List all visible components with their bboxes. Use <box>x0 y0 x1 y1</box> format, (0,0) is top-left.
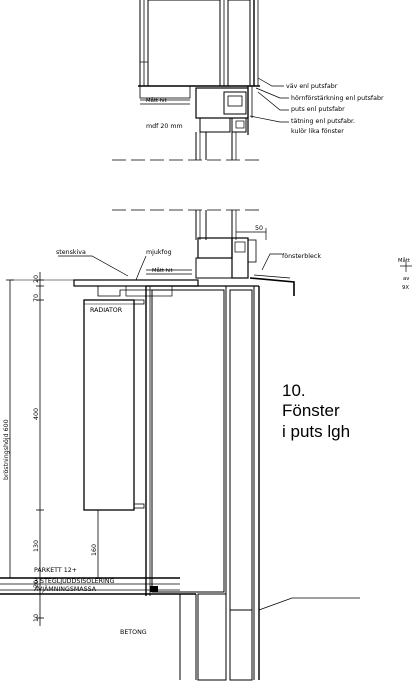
betong-label: BETONG <box>120 629 147 636</box>
bottom-matt-label: Mått hit <box>152 267 173 274</box>
detail-title-line1: Fönster <box>282 401 340 420</box>
dim-10: 10 <box>33 614 40 622</box>
dim-130: 130 <box>33 540 40 552</box>
callout-hornforstarkning: hörnförstärkning enl putsfabr <box>291 95 384 102</box>
dim-400: 400 <box>33 408 40 420</box>
dim-20-bottom: 20 <box>33 580 40 588</box>
dim-160: 160 <box>91 544 98 556</box>
fonsterbleck-label: fönsterbleck <box>282 253 321 260</box>
fragment-9x: 9X <box>402 285 409 291</box>
radiator-label: RADIATOR <box>90 307 123 314</box>
top-matt-label: Mått hit <box>146 97 167 104</box>
bottom-section: 50 Mått hit stenskiva mjukfog fönsterble… <box>0 209 360 681</box>
fragment-matt: Mått <box>398 257 410 264</box>
adjacent-detail-fragment: Mått av 9X <box>398 257 412 291</box>
callout-puts: puts enl putsfabr <box>291 106 345 113</box>
top-section: Mått hit mdf 20 mm väv enl putsfabr hörn… <box>112 0 384 161</box>
mdf-label: mdf 20 mm <box>146 123 183 130</box>
parkett-label: PARKETT 12+ <box>34 567 77 574</box>
stegljud-label: 3 STEGLJUDDSISOLERING <box>34 578 115 585</box>
brostningshojd-label: bröstningshöjd 600 <box>3 419 10 480</box>
detail-number: 10. <box>282 381 306 400</box>
detail-title: 10. Fönster i puts lgh <box>282 381 350 441</box>
fragment-av: av <box>403 276 409 282</box>
avjamning-label: AVJÄMNINGSMASSA <box>34 584 97 593</box>
stenskiva-label: stenskiva <box>56 249 86 256</box>
callout-vav: väv enl putsfabr <box>286 83 338 90</box>
callout-kulor: kulör lika fönster <box>291 128 344 135</box>
dim-70: 70 <box>33 294 40 302</box>
mjukfog-label: mjukfog <box>146 249 172 256</box>
callout-tatning: tätning enl putsfabr. <box>291 118 355 125</box>
dim-50: 50 <box>255 225 263 232</box>
detail-title-line2: i puts lgh <box>282 422 350 441</box>
dim-20-top: 20 <box>33 275 40 283</box>
